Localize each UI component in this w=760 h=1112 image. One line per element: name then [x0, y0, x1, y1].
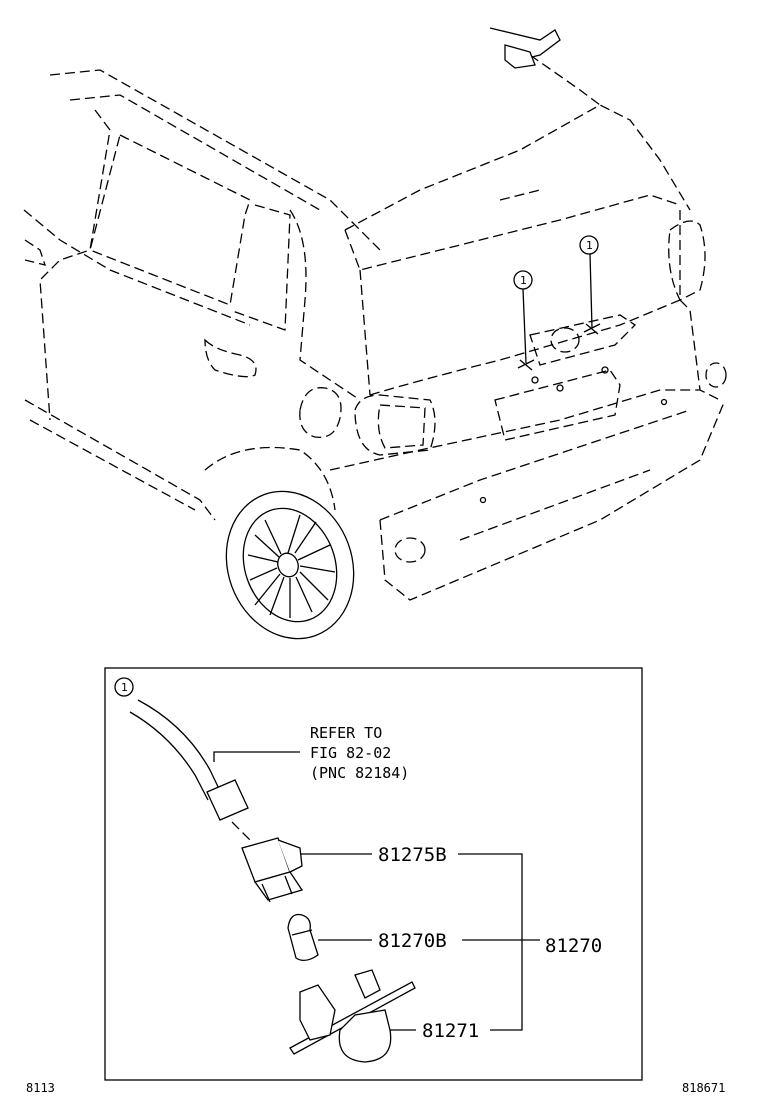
callout-symbol-left: 1: [520, 274, 527, 287]
detail-frame: [104, 667, 643, 1081]
wire-connector: [206, 779, 249, 821]
socket-part: [241, 837, 304, 903]
callout-symbol-detail: 1: [121, 681, 128, 694]
bulb-part: [287, 913, 319, 962]
callout-symbol-right: 1: [586, 239, 593, 252]
refer-note-line1: REFER TO: [310, 724, 382, 742]
footer-left-code: 8113: [26, 1081, 55, 1095]
part-number-assembly[interactable]: 81270: [545, 935, 602, 957]
part-number-bulb[interactable]: 81270B: [378, 930, 447, 952]
assembly-bracket: [458, 853, 523, 1031]
footer-right-code: 818671: [682, 1081, 725, 1095]
part-number-lens[interactable]: 81271: [422, 1020, 479, 1042]
lens-part: [289, 969, 416, 1063]
part-number-socket[interactable]: 81275B: [378, 844, 447, 866]
vehicle-rear-illustration: 1 1: [23, 27, 727, 640]
refer-note-line2: FIG 82-02: [310, 744, 391, 762]
callout-marker: [114, 677, 134, 697]
refer-note-line3: (PNC 82184): [310, 764, 409, 782]
